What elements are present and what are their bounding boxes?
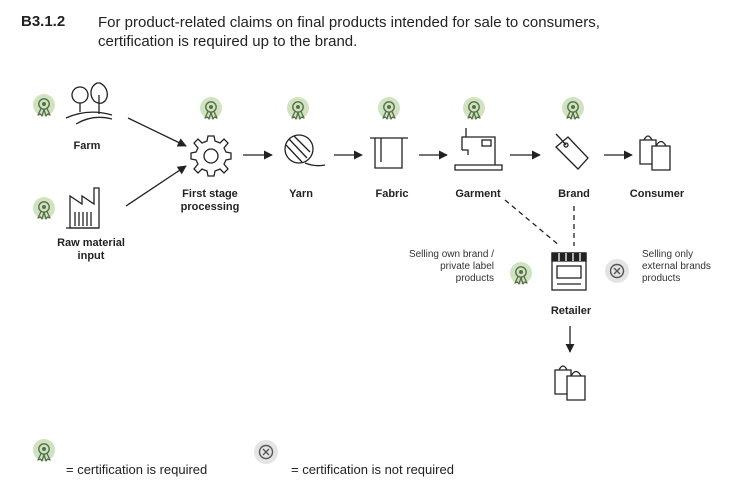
node-label-brand: Brand [558,188,590,200]
certification-badge-fabric-icon [377,96,401,120]
section-number: B3.1.2 [21,13,66,30]
factory-icon [66,187,100,229]
section-description: For product-related claims on final prod… [98,14,600,50]
certification-badge-retailer-own-icon [509,261,533,285]
legend-certified-icon [32,438,56,462]
dashed-garment-to-retailer [504,199,561,247]
legend-not-required-text: = certification is not required [291,462,454,477]
node-label-raw-material: Raw material input [57,237,125,262]
certification-badge-yarn-icon [286,96,310,120]
certification-badge-first-stage-icon [199,96,223,120]
farm-trees-icon [65,82,113,125]
node-label-farm: Farm [73,140,101,152]
certification-badge-brand-icon [561,96,585,120]
certification-badge-farm-icon [32,93,56,117]
shopping-bags-retailer-consumer-icon [554,365,586,401]
gear-icon [190,135,232,177]
node-label-retailer: Retailer [550,305,592,317]
yarn-ball-icon [284,134,326,167]
legend-required-text: = certification is required [66,462,208,477]
price-tag-icon [555,133,589,170]
node-label-yarn: Yarn [289,188,313,200]
arrow-raw-to-processing [125,165,187,207]
fabric-roll-icon [370,137,408,169]
legend-not-certified-icon [253,439,279,465]
certification-badge-garment-icon [462,96,486,120]
note-external-brands: Selling only external brands products [642,249,711,284]
shop-storefront-icon [551,252,587,291]
sewing-machine-icon [454,128,503,171]
node-label-first-stage: First stage processing [180,188,240,213]
certification-badge-raw-material-icon [32,196,56,220]
node-label-fabric: Fabric [375,188,409,200]
no-certification-retailer-external-icon [604,258,630,284]
note-own-brand: Selling own brand / private label produc… [408,249,494,284]
node-label-garment: Garment [455,188,501,200]
node-label-consumer: Consumer [629,188,685,200]
arrow-farm-to-processing [127,117,187,147]
shopping-bags-consumer-icon [639,135,671,171]
flow-arrows [125,117,633,353]
